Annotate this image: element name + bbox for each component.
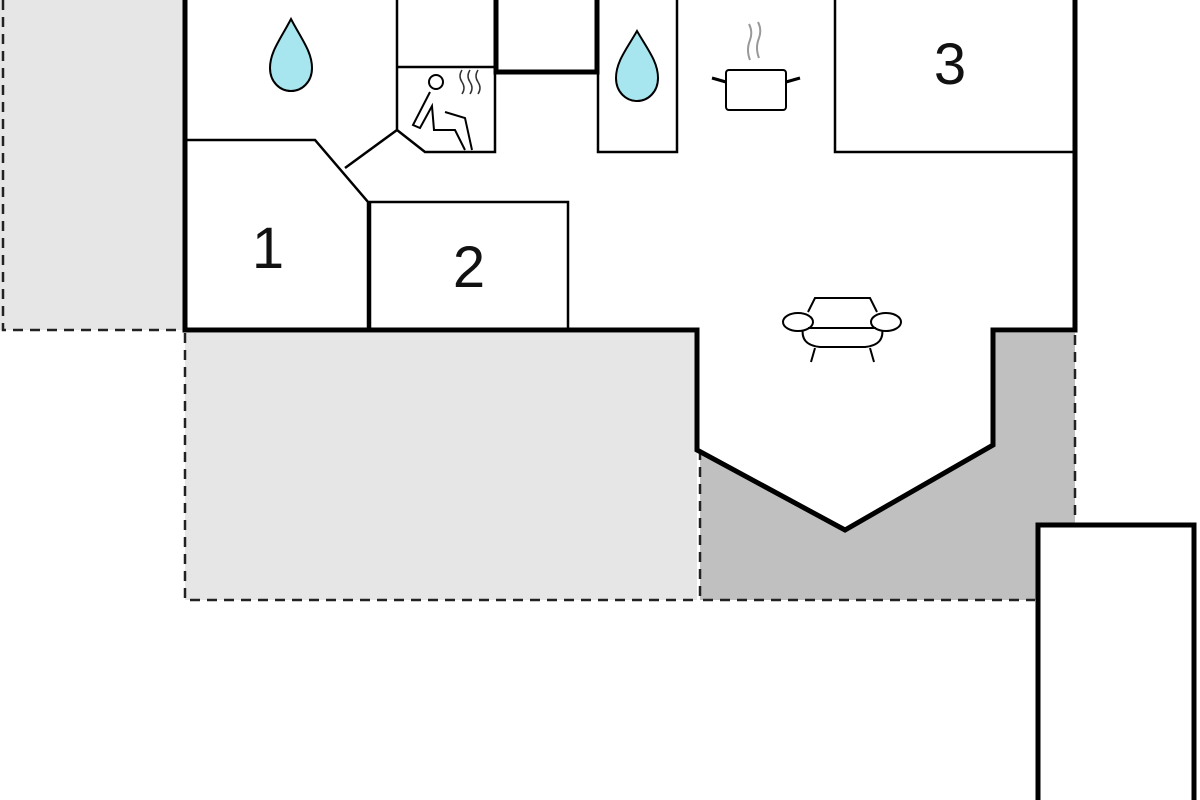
outbuilding [1035, 522, 1197, 800]
cooking-pot-icon [711, 21, 801, 111]
outer-wall [182, 0, 1078, 533]
armchair-icon [782, 297, 902, 363]
room-label-1: 1 [252, 216, 284, 281]
terrace-dark [698, 333, 1077, 602]
terrace-front [183, 333, 700, 602]
water-drop-icon [614, 29, 660, 103]
sauna-icon [411, 69, 481, 151]
water-drop-icon [268, 16, 314, 93]
closet [493, 0, 600, 75]
room-label-3: 3 [934, 32, 966, 97]
room-label-2: 2 [453, 235, 485, 300]
terrace-left [0, 0, 183, 332]
interior-walls [185, 0, 1075, 332]
